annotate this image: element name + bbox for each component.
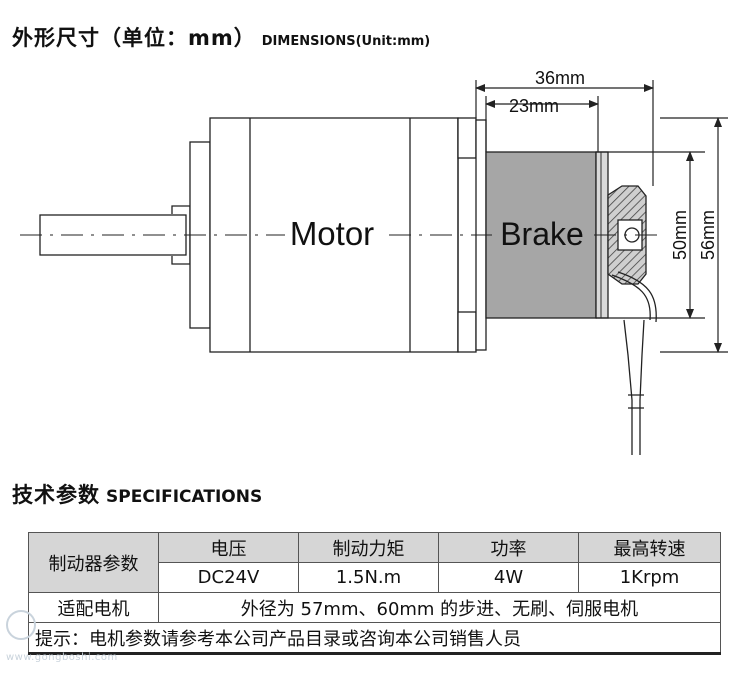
fit-motor-label: 适配电机 — [28, 592, 159, 623]
value-voltage: DC24V — [158, 562, 299, 593]
brake-params-label: 制动器参数 — [28, 532, 159, 593]
motor-label-bg — [285, 214, 381, 254]
brake-label-bg — [492, 214, 592, 254]
specifications-heading-en: SPECIFICATIONS — [106, 487, 263, 507]
table-row: 提示：电机参数请参考本公司产品目录或咨询本公司销售人员 — [28, 622, 721, 655]
header-power: 功率 — [438, 532, 579, 563]
header-max-speed: 最高转速 — [578, 532, 721, 563]
specifications-table: 制动器参数 电压 制动力矩 功率 最高转速 DC24V 1.5N.m 4W 1K… — [28, 532, 721, 655]
header-brake-torque: 制动力矩 — [298, 532, 439, 563]
dim-36-label: 36mm — [535, 68, 585, 88]
value-power: 4W — [438, 562, 579, 593]
specifications-heading-cn: 技术参数 — [12, 483, 100, 507]
dimensions-heading-en: DIMENSIONS(Unit:mm) — [261, 34, 431, 49]
dimensions-heading-cn: 外形尺寸（单位：mm） — [12, 26, 256, 50]
brake-lead-wires — [611, 271, 657, 455]
motor-label: Motor — [290, 215, 374, 252]
dim-50-label: 50mm — [670, 210, 690, 260]
watermark-url: www.gongboshi.com — [6, 652, 118, 663]
value-max-speed: 1Krpm — [578, 562, 721, 593]
note-text: 提示：电机参数请参考本公司产品目录或咨询本公司销售人员 — [28, 622, 721, 655]
dimension-lines — [475, 80, 728, 353]
dim-23-label: 23mm — [509, 96, 559, 116]
dimensions-heading: 外形尺寸（单位：mm） DIMENSIONS(Unit:mm) — [12, 22, 430, 52]
fit-motor-value: 外径为 57mm、60mm 的步进、无刷、伺服电机 — [158, 592, 721, 623]
watermark-logo-icon — [6, 610, 36, 640]
brake-label: Brake — [500, 216, 584, 252]
specifications-heading: 技术参数 SPECIFICATIONS — [12, 479, 262, 509]
header-voltage: 电压 — [158, 532, 299, 563]
table-row: 适配电机 外径为 57mm、60mm 的步进、无刷、伺服电机 — [28, 592, 721, 623]
value-brake-torque: 1.5N.m — [298, 562, 439, 593]
table-row: DC24V 1.5N.m 4W 1Krpm — [29, 562, 721, 593]
table-row: 制动器参数 电压 制动力矩 功率 最高转速 — [28, 532, 721, 593]
dim-56-label: 56mm — [698, 210, 718, 260]
motor-brake-dimension-drawing: Motor Brake 36mm 23mm 50mm 56mm — [20, 68, 728, 455]
